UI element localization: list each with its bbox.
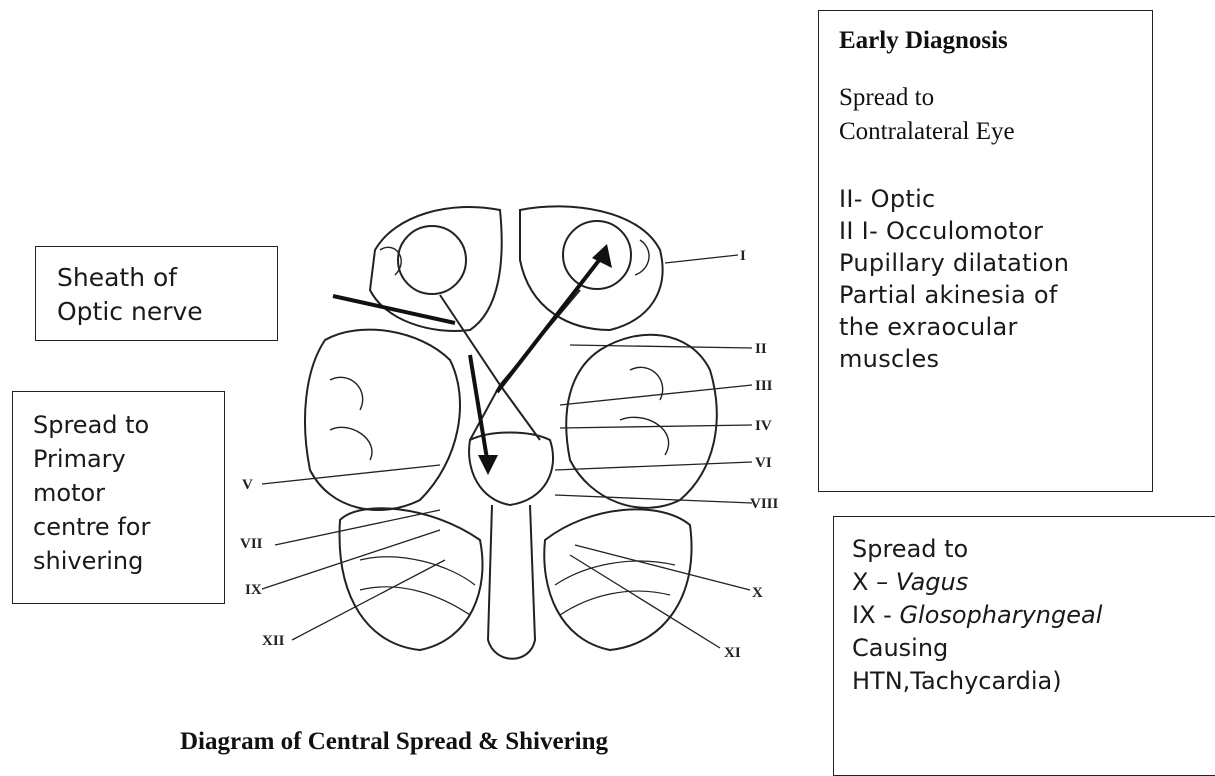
- nerve-label-VII: VII: [240, 536, 263, 552]
- vagus-line-3: IX - Glosopharyngeal: [852, 599, 1215, 632]
- list-item: Pupillary dilatation: [839, 247, 1152, 279]
- list-item: II- Optic: [839, 183, 1152, 215]
- nerve-label-II: II: [755, 341, 767, 357]
- list-item: II I- Occulomotor: [839, 215, 1152, 247]
- vagus-line-5: HTN,Tachycardia): [852, 665, 1215, 698]
- shiver-line: shivering: [33, 544, 224, 578]
- arrow-sheath: [333, 296, 455, 323]
- vagus-line-1: Spread to: [852, 533, 1215, 566]
- temporal-lobe-right: [566, 335, 717, 508]
- list-item: the exraocular: [839, 311, 1152, 343]
- early-diagnosis-box: Early Diagnosis Spread to Contralateral …: [818, 10, 1153, 492]
- shiver-line: motor: [33, 476, 224, 510]
- nerve-label-IX: IX: [245, 582, 262, 598]
- nerve-label-XII: XII: [262, 633, 285, 649]
- list-item: muscles: [839, 343, 1152, 375]
- shiver-line: Primary: [33, 442, 224, 476]
- nerve-label-V: V: [242, 477, 253, 493]
- spread-shivering-box: Spread to Primary motor centre for shive…: [12, 391, 225, 604]
- optic-nerve-line: Optic nerve: [57, 295, 277, 329]
- nerve-label-III: III: [755, 378, 773, 394]
- vagus-line-2: X – Vagus: [852, 566, 1215, 599]
- sheath-line: Sheath of: [57, 261, 277, 295]
- nerve-label-IV: IV: [755, 418, 772, 434]
- shiver-line: centre for: [33, 510, 224, 544]
- early-diagnosis-list: II- Optic II I- Occulomotor Pupillary di…: [839, 183, 1152, 375]
- early-diagnosis-paragraph: Spread to Contralateral Eye: [839, 81, 1152, 149]
- spread-line: Spread to: [839, 81, 1152, 115]
- sheath-optic-nerve-box: Sheath of Optic nerve: [35, 246, 278, 341]
- list-item: Partial akinesia of: [839, 279, 1152, 311]
- glosso-prefix: IX -: [852, 601, 899, 629]
- nerve-label-X: X: [752, 585, 763, 601]
- nerve-label-I: I: [740, 248, 746, 264]
- spread-vagus-box: Spread to X – Vagus IX - Glosopharyngeal…: [833, 516, 1215, 776]
- glosso-name: Glosopharyngeal: [899, 601, 1102, 629]
- left-eye: [398, 226, 466, 294]
- nerve-label-XI: XI: [724, 645, 741, 661]
- nerve-label-VI: VI: [755, 455, 772, 471]
- nerve-label-VIII: VIII: [750, 496, 779, 512]
- pons: [469, 433, 553, 506]
- cerebellum-left: [340, 508, 483, 650]
- cerebellum-right: [544, 509, 691, 650]
- temporal-lobe-left: [305, 330, 460, 510]
- shiver-line: Spread to: [33, 408, 224, 442]
- vagus-name: Vagus: [896, 568, 969, 596]
- arrow-contralateral: [497, 250, 607, 392]
- early-diagnosis-heading: Early Diagnosis: [839, 27, 1152, 55]
- vagus-prefix: X –: [852, 568, 896, 596]
- vagus-line-4: Causing: [852, 632, 1215, 665]
- contralateral-line: Contralateral Eye: [839, 115, 1152, 149]
- medulla: [488, 505, 535, 659]
- diagram-caption: Diagram of Central Spread & Shivering: [180, 728, 608, 756]
